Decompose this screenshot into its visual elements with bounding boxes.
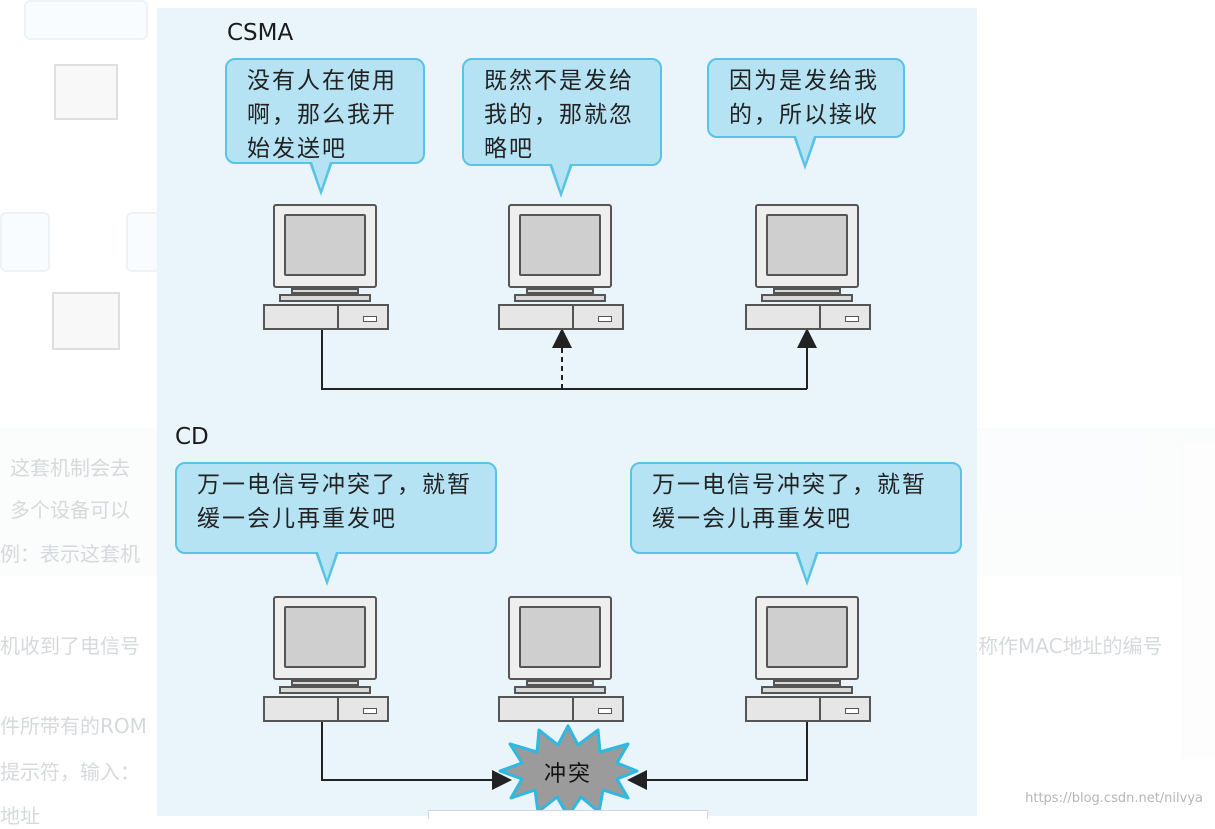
computer-icon (745, 204, 873, 330)
computer-icon (263, 204, 391, 330)
computer-icon (263, 596, 391, 722)
speech-bubble: 没有人在使用啊，那么我开始发送吧 (225, 58, 425, 164)
background-text: 这套机制会去 (10, 456, 130, 480)
watermark: https://blog.csdn.net/nilvya (1025, 791, 1203, 806)
speech-bubble-tail (795, 549, 819, 586)
speech-bubble: 既然不是发给我的，那就忽略吧 (462, 58, 662, 166)
background-text: 称作MAC地址的编号 (978, 634, 1163, 658)
background-text: 地址 (0, 804, 40, 828)
computer-icon (745, 596, 873, 722)
speech-bubble: 因为是发给我的，所以接收 (707, 58, 905, 138)
background-computer (52, 292, 120, 350)
collision-burst-icon (498, 724, 639, 816)
csma-title: CSMA (227, 20, 294, 46)
background-side-panel (1182, 443, 1215, 759)
background-text: 机收到了电信号 (0, 634, 140, 658)
csma-bus-line (321, 330, 807, 390)
background-text: 例：表示这套机 (0, 542, 140, 566)
background-text: 提示符，输入： (0, 760, 140, 784)
collision-label: 冲突 (544, 762, 593, 787)
background-bubble (24, 0, 148, 40)
speech-bubble-tail (549, 161, 573, 198)
computer-icon (498, 204, 626, 330)
cd-title: CD (175, 424, 209, 450)
page-element-stub (428, 810, 708, 819)
cd-left-line (321, 721, 512, 790)
background-bubble (126, 212, 160, 272)
csma-cd-diagram: CSMA 没有人在使用啊，那么我开始发送吧 既然不是发给我的，那就忽略吧 因为是… (157, 8, 977, 816)
speech-bubble: 万一电信号冲突了，就暂缓一会儿再重发吧 (630, 462, 962, 554)
background-bubble (0, 212, 50, 272)
speech-bubble-tail (309, 159, 333, 196)
speech-bubble-tail (315, 549, 339, 586)
cd-right-line (627, 721, 808, 790)
wire-layer (321, 328, 817, 816)
background-text: 多个设备可以 (10, 498, 130, 522)
speech-bubble-tail (793, 133, 817, 170)
speech-bubble: 万一电信号冲突了，就暂缓一会儿再重发吧 (175, 462, 497, 554)
computer-icon (498, 596, 626, 722)
background-text: 件所带有的ROM (0, 714, 147, 738)
background-computer (54, 64, 118, 120)
